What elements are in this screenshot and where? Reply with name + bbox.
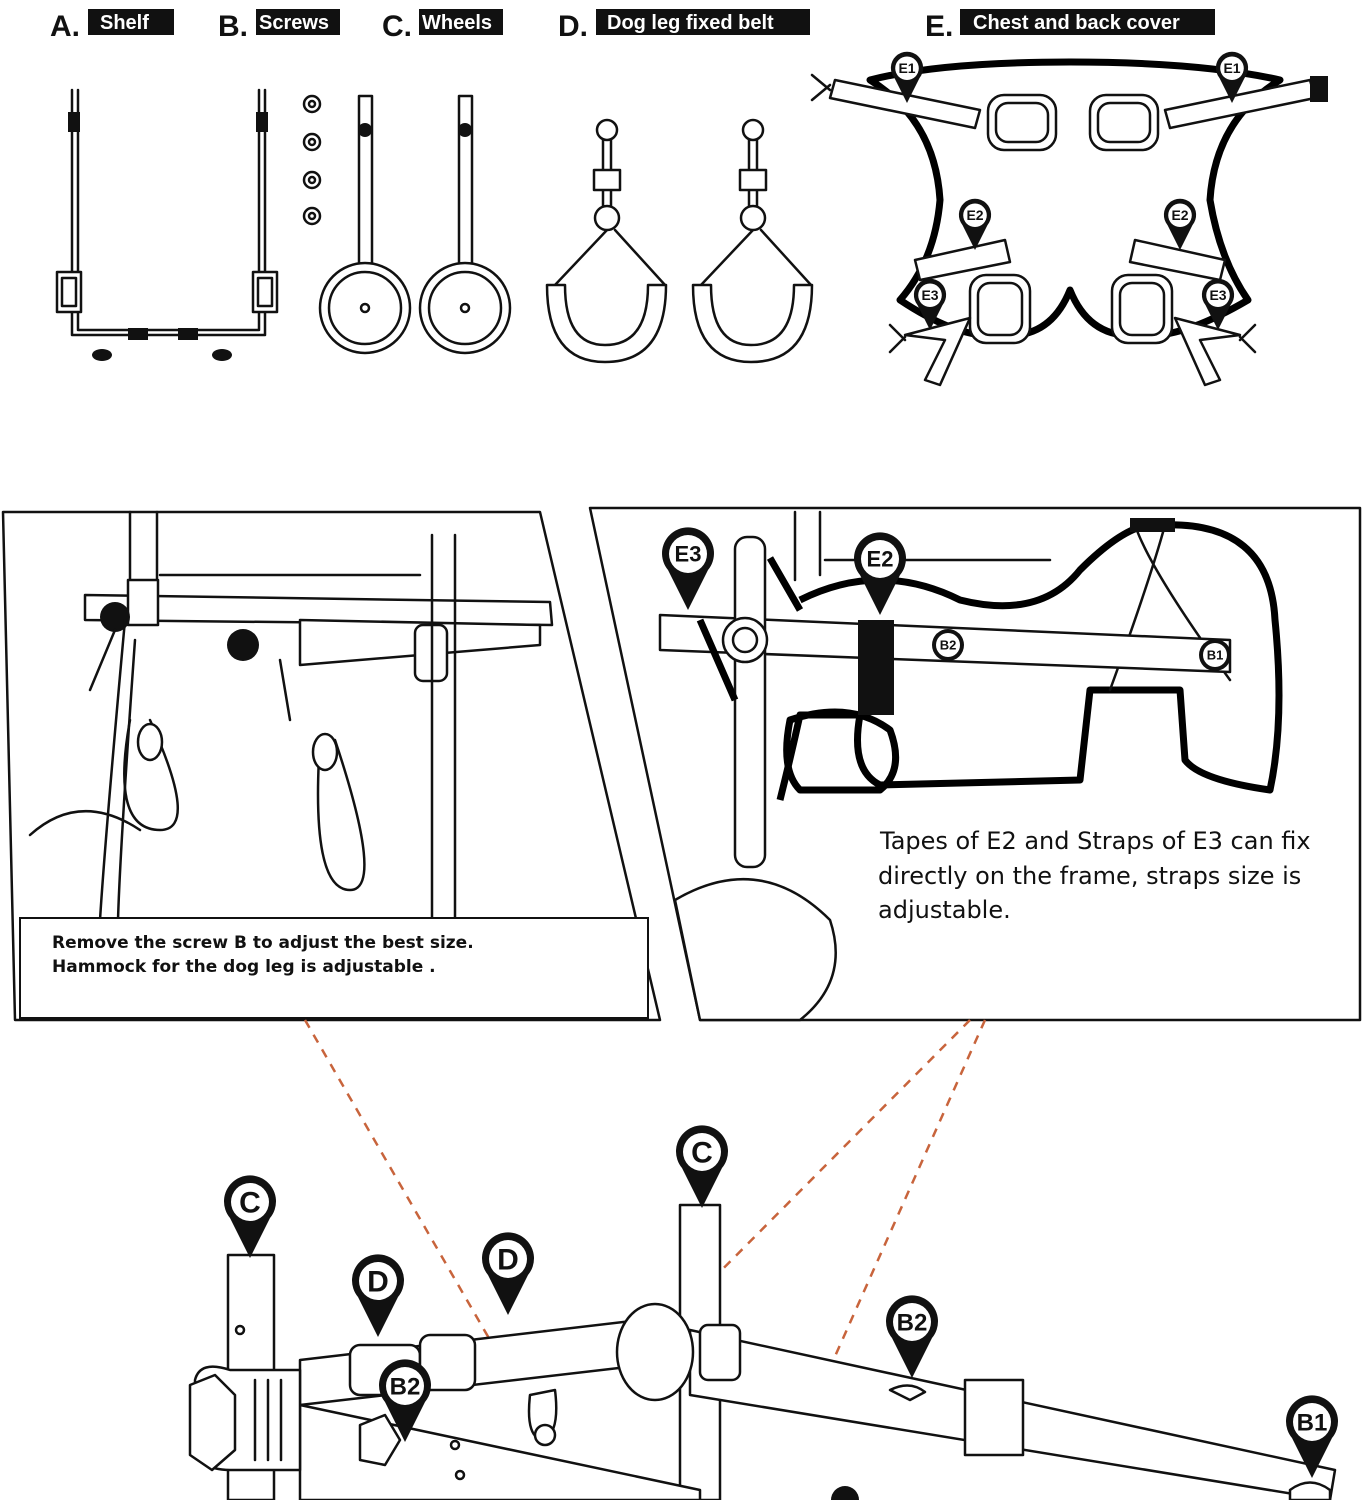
svg-text:E3: E3 xyxy=(675,542,702,567)
svg-text:E3: E3 xyxy=(921,287,938,303)
chest-back-cover-illustration xyxy=(810,58,1328,387)
screws-illustration xyxy=(302,94,322,226)
leader-lines xyxy=(303,1019,987,1391)
right-caption-line-2: directly on the frame, straps size is xyxy=(878,862,1301,890)
svg-text:C: C xyxy=(239,1187,261,1220)
marker-e1: E1 xyxy=(890,51,924,103)
svg-text:E2: E2 xyxy=(867,547,894,572)
marker-c: C xyxy=(676,1125,728,1208)
svg-text:B1: B1 xyxy=(1297,1410,1328,1437)
shelf-illustration xyxy=(55,88,279,361)
svg-text:A.: A. xyxy=(50,10,80,43)
part-label-shelf: A. Shelf xyxy=(50,9,174,43)
part-label-chest-cover: E. Chest and back cover xyxy=(925,9,1215,43)
left-detail-panel: Remove the screw B to adjust the best si… xyxy=(1,510,662,1022)
marker-e1: E1 xyxy=(1215,51,1249,103)
svg-text:D.: D. xyxy=(558,10,588,43)
part-label-screws: B. Screws xyxy=(218,9,340,43)
svg-text:Dog leg fixed belt: Dog leg fixed belt xyxy=(607,12,774,34)
wheels-illustration xyxy=(318,94,512,355)
marker-e2: E2 xyxy=(958,198,992,250)
left-caption-line-2: Hammock for the dog leg is adjustable . xyxy=(52,957,436,977)
svg-text:E1: E1 xyxy=(1223,60,1240,76)
marker-e2: E2 xyxy=(1163,198,1197,250)
marker-e2: E2 xyxy=(854,532,906,615)
marker-e3: E3 xyxy=(1201,278,1235,330)
svg-text:E.: E. xyxy=(925,10,953,43)
part-label-wheels: C. Wheels xyxy=(382,9,503,43)
svg-text:Wheels: Wheels xyxy=(422,12,492,34)
marker-b2: B2 xyxy=(886,1295,938,1378)
part-labels: A. Shelf B. Screws C. Wheels D. Dog leg … xyxy=(50,9,1215,43)
svg-text:E2: E2 xyxy=(966,207,983,223)
svg-text:Chest and back cover: Chest and back cover xyxy=(973,12,1180,34)
right-detail-panel: Tapes of E2 and Straps of E3 can fix dir… xyxy=(588,506,1362,1022)
marker-b1: B1 xyxy=(1199,639,1231,671)
svg-text:C: C xyxy=(691,1137,713,1170)
svg-text:B1: B1 xyxy=(1207,648,1224,663)
marker-e3: E3 xyxy=(913,278,947,330)
marker-d: D xyxy=(352,1254,404,1337)
marker-d: D xyxy=(482,1232,534,1315)
part-label-dog-leg-belt: D. Dog leg fixed belt xyxy=(558,9,810,43)
dog-leg-belt-illustration xyxy=(545,118,814,364)
right-caption-line-1: Tapes of E2 and Straps of E3 can fix xyxy=(879,827,1311,855)
marker-b1: B1 xyxy=(1286,1395,1338,1478)
svg-text:E3: E3 xyxy=(1209,287,1226,303)
svg-text:Screws: Screws xyxy=(259,12,329,34)
right-caption-line-3: adjustable. xyxy=(878,896,1011,924)
svg-text:B2: B2 xyxy=(897,1310,928,1337)
left-caption-line-1: Remove the screw B to adjust the best si… xyxy=(52,933,474,953)
marker-b2: B2 xyxy=(379,1359,431,1442)
svg-text:E2: E2 xyxy=(1171,207,1188,223)
svg-text:Shelf: Shelf xyxy=(100,12,149,34)
marker-b2: B2 xyxy=(932,629,964,661)
svg-text:C.: C. xyxy=(382,10,412,43)
marker-c: C xyxy=(224,1175,276,1258)
svg-text:D: D xyxy=(367,1266,389,1299)
assembled-frame-illustration xyxy=(188,1203,1337,1500)
marker-e3: E3 xyxy=(662,527,714,610)
svg-text:E1: E1 xyxy=(898,60,915,76)
svg-text:B.: B. xyxy=(218,10,248,43)
svg-text:D: D xyxy=(497,1244,519,1277)
svg-text:B2: B2 xyxy=(940,638,957,653)
svg-text:B2: B2 xyxy=(390,1374,421,1401)
